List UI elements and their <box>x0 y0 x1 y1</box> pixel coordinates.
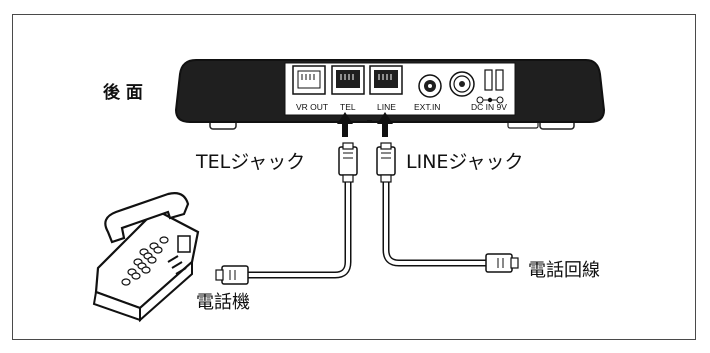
ext-in-label: EXT.IN <box>414 102 440 112</box>
line-port-label: LINE <box>377 102 396 112</box>
tel-insert-arrow <box>337 112 353 137</box>
tel-cable <box>247 180 352 279</box>
dc-in-jack <box>449 71 475 97</box>
slot-1 <box>484 69 493 91</box>
polarity-symbol <box>476 96 504 104</box>
line-jack <box>369 65 403 95</box>
tel-plug <box>338 142 358 183</box>
line-insert-arrow <box>377 112 393 137</box>
line-jack-label: LINEジャック <box>406 151 523 173</box>
line-cable <box>382 180 488 267</box>
tel-jack <box>331 65 365 95</box>
rear-panel-label: 後 面 <box>103 82 143 103</box>
vr-out-label: VR OUT <box>296 102 328 112</box>
phone-side-plug <box>215 265 249 285</box>
figure-frame <box>12 14 696 340</box>
tel-port-label: TEL <box>340 102 356 112</box>
telephone-label: 電話機 <box>196 292 250 313</box>
slot-2 <box>495 69 504 91</box>
dc-in-label: DC IN 9V <box>471 102 507 112</box>
line-plug <box>376 142 396 183</box>
tel-jack-label: TELジャック <box>195 151 305 173</box>
wall-side-plug <box>485 253 519 273</box>
phone-line-label: 電話回線 <box>528 260 600 281</box>
telephone-icon <box>92 192 200 323</box>
vr-out-jack <box>292 65 326 95</box>
ext-in-jack <box>418 74 442 98</box>
device-rear: VR OUT TEL LINE EXT.IN DC IN 9V <box>174 59 606 130</box>
